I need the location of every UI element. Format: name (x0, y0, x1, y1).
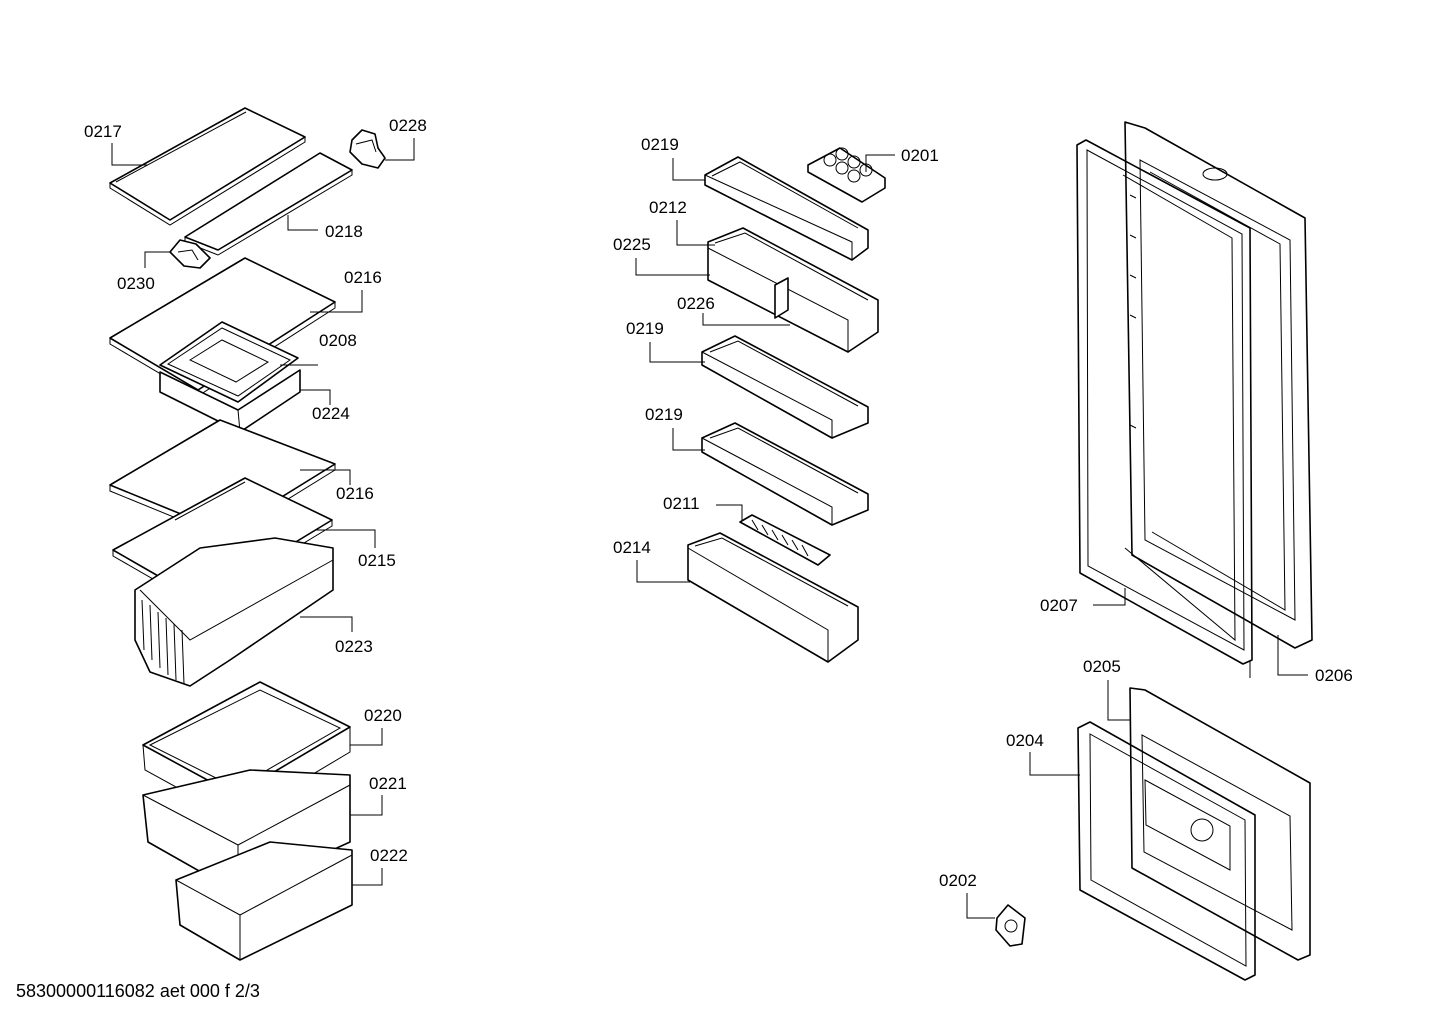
part-0207-fridge-door-gasket (1076, 139, 1253, 665)
part-0206-fridge-door (1124, 121, 1313, 649)
label-0217: 0217 (84, 122, 122, 141)
part-0217-glass-shelf (109, 107, 306, 226)
document-id: 58300000116082 aet 000 f 2/3 (16, 981, 260, 1001)
part-0214-door-shelf-bottom (687, 532, 859, 663)
label-0216-lower: 0216 (336, 484, 374, 503)
part-0222-freezer-drawer (175, 841, 353, 961)
part-labels: 0217 0228 0218 0230 0216 0208 0224 0216 … (84, 116, 1353, 890)
leader-lines (111, 138, 1308, 919)
label-0211: 0211 (663, 494, 700, 513)
part-0218-shelf-strip (184, 152, 353, 256)
label-0226: 0226 (677, 294, 715, 313)
label-0204: 0204 (1006, 731, 1044, 750)
label-0218: 0218 (325, 222, 363, 241)
part-0219-door-shelf-lower (701, 422, 869, 526)
part-0223-crisper-drawer (134, 537, 334, 687)
part-0202-handle-cap (995, 904, 1026, 947)
label-0219-middle: 0219 (626, 319, 664, 338)
part-0211-bottle-rack (739, 514, 831, 566)
part-0219-door-shelf-top (704, 156, 869, 261)
part-0219-door-shelf-middle (701, 335, 869, 439)
label-0215: 0215 (358, 551, 396, 570)
part-0205-freezer-door (1129, 687, 1311, 961)
label-0219-lower: 0219 (645, 405, 683, 424)
label-0230: 0230 (117, 274, 155, 293)
label-0219-top: 0219 (641, 135, 679, 154)
label-0222: 0222 (370, 846, 408, 865)
part-0228-shelf-bracket (349, 129, 386, 169)
part-0201-egg-tray (807, 147, 886, 203)
part-0230-clip (169, 239, 211, 269)
label-0214: 0214 (613, 538, 651, 557)
label-0220: 0220 (364, 706, 402, 725)
label-0202: 0202 (939, 871, 977, 890)
label-0212: 0212 (649, 198, 687, 217)
label-0216-upper: 0216 (344, 268, 382, 287)
label-0224: 0224 (312, 404, 350, 423)
label-0205: 0205 (1083, 657, 1121, 676)
label-0208: 0208 (319, 331, 357, 350)
part-0226-shelf-divider (774, 277, 789, 319)
part-0204-freezer-door-gasket (1077, 721, 1256, 981)
label-0223: 0223 (335, 637, 373, 656)
label-0228: 0228 (389, 116, 427, 135)
label-0221: 0221 (369, 774, 407, 793)
label-0206: 0206 (1315, 666, 1353, 685)
label-0207: 0207 (1040, 596, 1078, 615)
label-0201: 0201 (901, 146, 939, 165)
label-0225: 0225 (613, 235, 651, 254)
part-0208-small-box (159, 321, 299, 403)
